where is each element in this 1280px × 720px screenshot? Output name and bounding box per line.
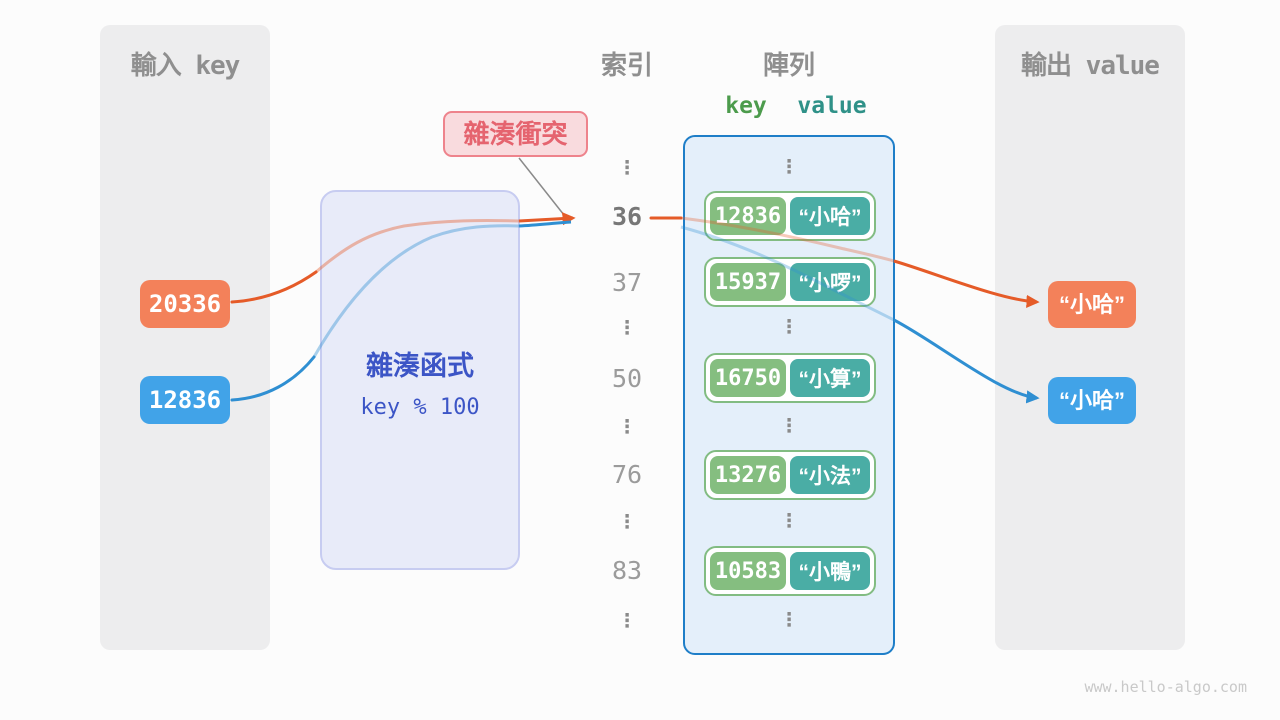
badge-pointer-line <box>518 157 565 216</box>
output-panel-title: 輸出 value <box>1021 51 1160 81</box>
array-row: 15937 “小啰” <box>704 257 876 307</box>
output-value-chip-orange: “小哈” <box>1048 281 1136 328</box>
index-item-83: 83 <box>611 556 643 585</box>
value-cell: “小哈” <box>790 197 870 235</box>
input-panel-title: 輸入 key <box>130 51 241 81</box>
ellipsis-icon: ⋮ <box>617 317 637 339</box>
input-panel: 輸入 key 20336 12836 <box>100 25 270 650</box>
ellipsis-icon: ⋮ <box>779 415 799 437</box>
index-item-37: 37 <box>611 268 643 297</box>
hash-function-box: 雜湊函式 key % 100 <box>320 190 520 570</box>
index-item-76: 76 <box>611 460 643 489</box>
value-cell: “小法” <box>790 456 870 494</box>
key-cell: 15937 <box>710 263 786 301</box>
key-cell: 10583 <box>710 552 786 590</box>
value-cell: “小鴨” <box>790 552 870 590</box>
hash-function-formula: key % 100 <box>360 395 480 420</box>
ellipsis-icon: ⋮ <box>779 510 799 532</box>
value-cell: “小算” <box>790 359 870 397</box>
ellipsis-icon: ⋮ <box>617 511 637 533</box>
key-cell: 12836 <box>710 197 786 235</box>
input-key-chip-orange: 20336 <box>140 280 230 328</box>
array-row: 13276 “小法” <box>704 450 876 500</box>
key-cell: 13276 <box>710 456 786 494</box>
ellipsis-icon: ⋮ <box>617 416 637 438</box>
array-title: 陣列 <box>762 50 815 80</box>
array-row: 12836 “小哈” <box>704 191 876 241</box>
key-cell: 16750 <box>710 359 786 397</box>
ellipsis-icon: ⋮ <box>779 156 799 178</box>
input-key-chip-blue: 12836 <box>140 376 230 424</box>
output-value-chip-blue: “小哈” <box>1048 377 1136 424</box>
index-column-title: 索引 <box>600 50 653 80</box>
watermark: www.hello-algo.com <box>1084 678 1247 696</box>
array-row: 10583 “小鴨” <box>704 546 876 596</box>
hash-function-title: 雜湊函式 <box>366 351 474 381</box>
key-column-header: key <box>725 93 767 119</box>
output-panel: 輸出 value “小哈” “小哈” <box>995 25 1185 650</box>
collision-badge: 雜湊衝突 <box>443 111 588 157</box>
array-container: ⋮ 12836 “小哈” 15937 “小啰” ⋮ 16750 “小算” ⋮ 1… <box>683 135 895 655</box>
ellipsis-icon: ⋮ <box>779 609 799 631</box>
ellipsis-icon: ⋮ <box>617 610 637 632</box>
index-item-36: 36 <box>611 202 643 231</box>
ellipsis-icon: ⋮ <box>779 316 799 338</box>
array-row: 16750 “小算” <box>704 353 876 403</box>
ellipsis-icon: ⋮ <box>617 157 637 179</box>
value-cell: “小啰” <box>790 263 870 301</box>
value-column-header: value <box>797 93 867 119</box>
index-item-50: 50 <box>611 364 643 393</box>
